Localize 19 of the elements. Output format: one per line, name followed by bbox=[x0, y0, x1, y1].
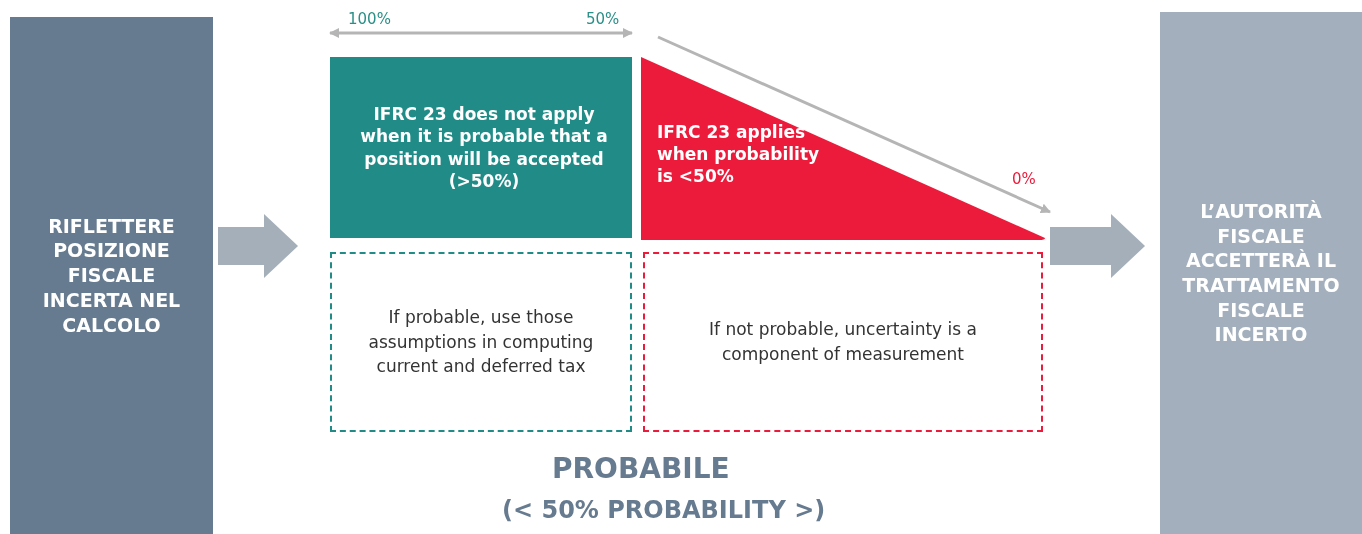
process-box bbox=[330, 57, 632, 238]
heading: PROBABILE bbox=[552, 452, 730, 485]
node-text: RIFLETTERE POSIZIONE FISCALE INCERTA NEL CALCOLO bbox=[41, 213, 182, 338]
block-arrow bbox=[218, 214, 298, 278]
dashed-box bbox=[330, 252, 632, 432]
node-text: If not probable, uncertainty is a component of measurement bbox=[708, 318, 978, 366]
subheading: (< 50% PROBABILITY >) bbox=[502, 496, 826, 524]
percent-label: 50% bbox=[586, 10, 620, 28]
triangle-shape bbox=[641, 57, 1045, 240]
percent-label: 0% bbox=[1012, 170, 1036, 188]
right-panel bbox=[1160, 12, 1362, 534]
node-text: IFRC 23 applies when probability is <50% bbox=[657, 121, 821, 188]
percent-label: 100% bbox=[348, 10, 391, 28]
left-panel bbox=[10, 17, 213, 534]
block-arrow bbox=[1050, 214, 1145, 278]
dashed-box bbox=[643, 252, 1043, 432]
node-text: L’AUTORITÀ FISCALE ACCETTERÀ IL TRATTAMENTO FISCALE INCERTO bbox=[1181, 198, 1341, 348]
node-text: If probable, use those assumptions in computing current and deferred tax bbox=[367, 306, 595, 379]
node-text: IFRC 23 does not apply when it is probable that a position will be accepted (>50%) bbox=[359, 103, 609, 192]
